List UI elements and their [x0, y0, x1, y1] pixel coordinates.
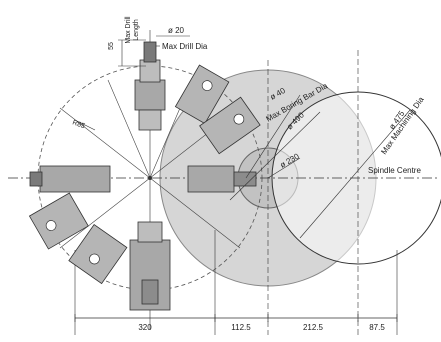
dimension-label-1: 320	[138, 323, 152, 332]
left-tool	[29, 165, 111, 193]
dimension-ticks	[74, 314, 398, 322]
turret-centre	[148, 176, 152, 180]
radius-label: R85	[71, 119, 86, 130]
drill-dia-value: ø 20	[168, 26, 185, 35]
max-drill-length-label-1: Max Drill	[125, 16, 132, 44]
lower-left-tool-2	[68, 224, 128, 285]
right-boring-tool	[187, 165, 257, 193]
boring-bar-leader	[245, 94, 301, 179]
radius-leader	[74, 119, 96, 131]
max-drill-dia-label: Max Drill Dia	[162, 42, 208, 51]
upper-right-tool-2	[199, 96, 261, 155]
max-drill-length-label-2: Length	[133, 19, 140, 41]
lower-left-tool-1	[28, 192, 89, 250]
machining-dia-leader	[299, 109, 411, 239]
top-drill-tool	[134, 41, 166, 131]
dimension-label-3: 212.5	[303, 323, 324, 332]
dimension-label-2: 112.5	[231, 323, 251, 332]
upper-right-tool-1	[174, 64, 230, 125]
dimension-label-4: 87.5	[369, 323, 385, 332]
max-drill-length-value: 55	[108, 42, 115, 50]
bottom-tool	[129, 221, 171, 311]
spindle-centre-label: Spindle Centre	[368, 166, 421, 175]
swing-dia-leader	[229, 111, 321, 201]
tool-circle-leader	[267, 157, 301, 179]
